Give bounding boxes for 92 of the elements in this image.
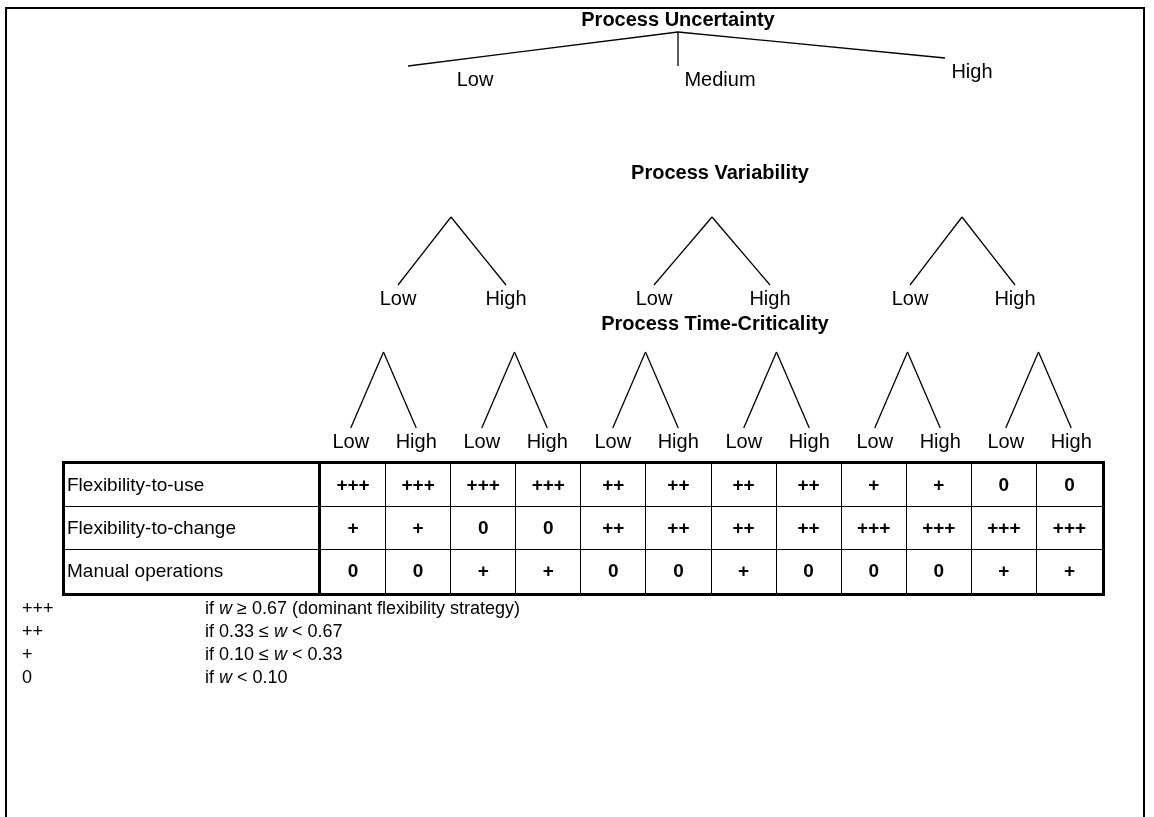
table-cell: 0 [776, 550, 842, 593]
tree-line [382, 351, 417, 429]
table-cell: +++ [516, 464, 582, 507]
rating-definition: if w ≥ 0.67 (dominant flexibility strategy) [205, 597, 520, 619]
table-cell: + [516, 550, 582, 593]
row-header-cell: Flexibility-to-use [65, 464, 321, 507]
table-cell: +++ [971, 507, 1037, 550]
table-cell: 0 [841, 550, 907, 593]
table-cell: +++ [906, 507, 972, 550]
tree-heading: Process Uncertainty [581, 7, 775, 32]
branch-label: Low [463, 429, 501, 454]
branch-label: High [994, 286, 1036, 311]
rating-definition: if 0.10 ≤ w < 0.33 [205, 643, 343, 665]
branch-label: Low [635, 286, 673, 311]
tree-line [653, 216, 713, 286]
tree-line [397, 216, 452, 286]
branch-label: High [1050, 429, 1092, 454]
branch-label: High [788, 429, 830, 454]
tree-line [677, 31, 946, 59]
branch-label: High [395, 429, 437, 454]
table-cell: +++ [1036, 507, 1102, 550]
tree-heading: Process Time-Criticality [600, 312, 830, 335]
tree-line [513, 351, 548, 429]
table-cell: +++ [451, 464, 517, 507]
branch-label: Low [891, 286, 929, 311]
row-header-cell: Manual operations [65, 550, 321, 593]
branch-label: High [951, 59, 993, 84]
branch-label: Medium [684, 67, 756, 92]
rating-definition: if w < 0.10 [205, 666, 288, 688]
tree-heading: Process Variability [630, 160, 810, 185]
table-cell: 0 [386, 550, 452, 593]
tree-line [350, 351, 385, 429]
rating-definition: if 0.33 ≤ w < 0.67 [205, 620, 343, 642]
tree-line [677, 31, 679, 67]
tree-line [711, 216, 771, 286]
table-cell: + [711, 550, 777, 593]
table-cell: + [321, 507, 387, 550]
rating-symbol: ++ [22, 620, 44, 642]
tree-line [644, 351, 679, 429]
table-cell: +++ [321, 464, 387, 507]
table-cell: + [971, 550, 1037, 593]
table-cell: +++ [386, 464, 452, 507]
table-cell: +++ [841, 507, 907, 550]
tree-line [1005, 351, 1040, 429]
table-cell: 0 [971, 464, 1037, 507]
tree-line [481, 351, 516, 429]
branch-label: Low [379, 286, 417, 311]
table-cell: 0 [581, 550, 647, 593]
branch-label: High [526, 429, 568, 454]
table-cell: 0 [321, 550, 387, 593]
table-cell: + [841, 464, 907, 507]
table-cell: ++ [646, 464, 712, 507]
branch-label: Low [725, 429, 763, 454]
row-header-cell: Flexibility-to-change [65, 507, 321, 550]
tree-line [906, 351, 941, 429]
table-cell: + [906, 464, 972, 507]
table-cell: ++ [581, 464, 647, 507]
tree-line [450, 216, 507, 286]
tree-line [407, 31, 679, 67]
branch-label: High [657, 429, 699, 454]
table-cell-text: + [1062, 559, 1076, 584]
rating-symbol: +++ [22, 597, 54, 619]
table-cell: + [451, 550, 517, 593]
table-cell: ++ [581, 507, 647, 550]
rating-symbol: 0 [22, 666, 32, 688]
tree-line [743, 351, 778, 429]
branch-label: Low [987, 429, 1025, 454]
table-cell: ++ [776, 464, 842, 507]
table-cell: 0 [1036, 464, 1102, 507]
tree-line [612, 351, 647, 429]
branch-label: High [485, 286, 527, 311]
table-cell: ++ [776, 507, 842, 550]
tree-line [775, 351, 810, 429]
tree-line [874, 351, 909, 429]
branch-label: High [919, 429, 961, 454]
table-cell: 0 [906, 550, 972, 593]
tree-line [909, 216, 963, 286]
tree-line [961, 216, 1016, 286]
table-cell: ++ [646, 507, 712, 550]
branch-label: Low [856, 429, 894, 454]
table-cell: 0 [646, 550, 712, 593]
table-cell: ++ [711, 464, 777, 507]
branch-label: Low [332, 429, 370, 454]
branch-label: High [749, 286, 791, 311]
tree-line [1037, 351, 1072, 429]
table-cell: 0 [451, 507, 517, 550]
branch-label: Low [456, 67, 494, 92]
branch-label: Low [594, 429, 632, 454]
table-cell: + [386, 507, 452, 550]
rating-symbol: + [22, 643, 33, 665]
table-cell: ++ [711, 507, 777, 550]
table-cell: 0 [516, 507, 582, 550]
